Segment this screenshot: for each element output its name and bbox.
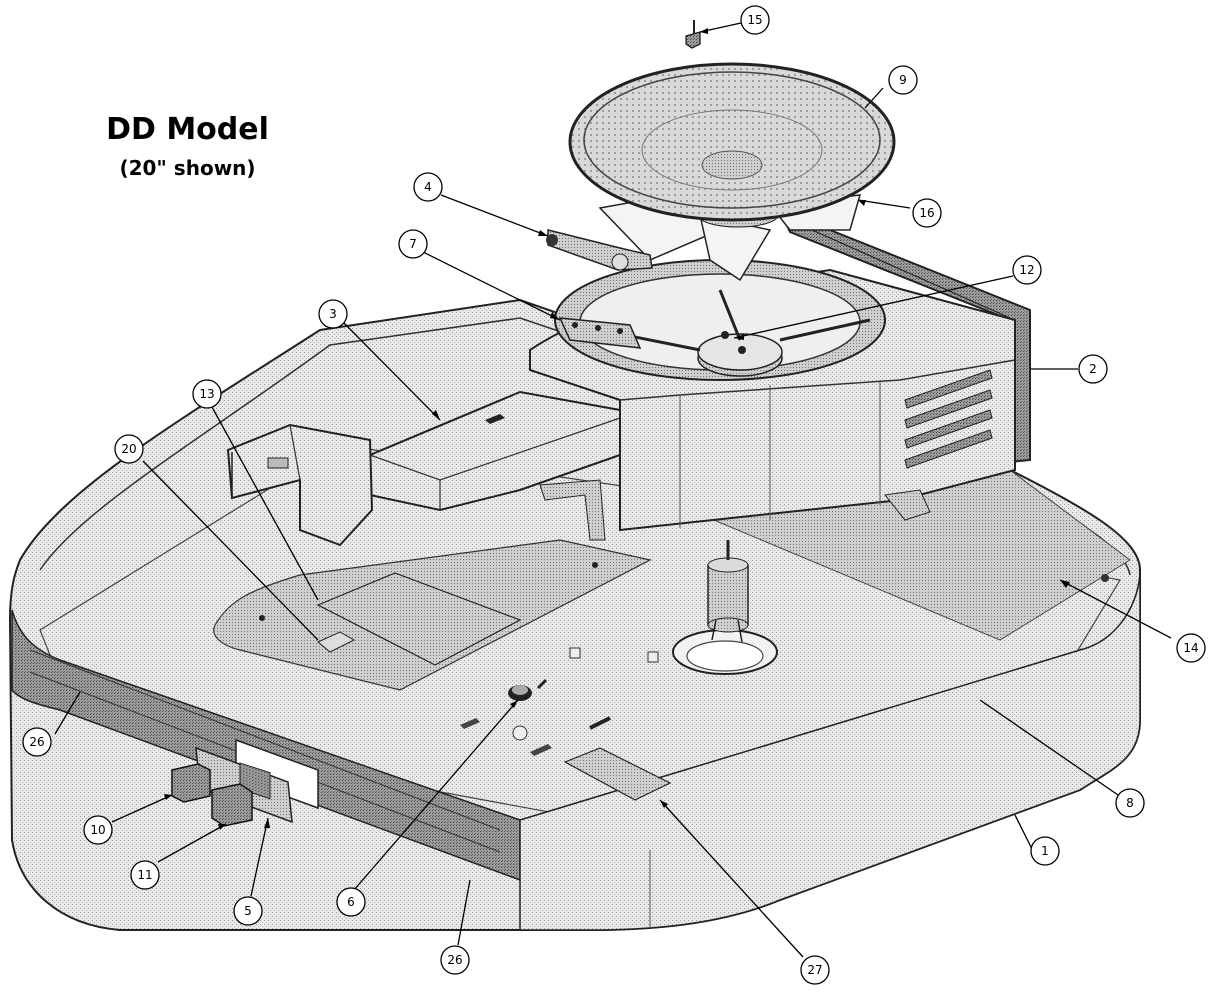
callout-6-label: 6 [347,895,355,909]
callout-10: 10 [83,815,113,845]
leader-lines [54,22,1172,958]
wing-nut-15 [685,20,701,49]
callout-9: 9 [888,65,918,95]
callout-11-label: 11 [137,868,152,882]
callout-9-label: 9 [899,73,907,87]
callout-8: 8 [1115,788,1145,818]
capacitor-4 [546,229,653,271]
callout-14: 14 [1176,633,1206,663]
callout-6: 6 [336,887,366,917]
callout-2-label: 2 [1089,362,1097,376]
callout-5-label: 5 [244,904,252,918]
callout-1: 1 [1030,836,1060,866]
leader-arrowheads [164,28,1070,830]
callout-4-label: 4 [424,180,432,194]
callout-13: 13 [192,379,222,409]
callout-4: 4 [413,172,443,202]
callout-16: 16 [912,198,942,228]
motor [707,540,749,643]
callout-3-label: 3 [329,307,337,321]
duct [226,390,621,547]
switch-10 [171,763,211,803]
callout-26-bottom-label: 26 [447,953,462,967]
callout-16-label: 16 [919,206,934,220]
housing-louvers [904,369,993,469]
callout-26-left: 26 [22,727,52,757]
callout-26-bottom: 26 [440,945,470,975]
callout-27-label: 27 [807,963,822,977]
knob-6 [508,678,548,701]
callout-20-label: 20 [121,442,136,456]
callout-15: 15 [740,5,770,35]
callout-8-label: 8 [1126,796,1134,810]
callout-20: 20 [114,434,144,464]
callout-27: 27 [800,955,830,985]
callout-7: 7 [398,229,428,259]
callout-5: 5 [233,896,263,926]
callout-12-label: 12 [1019,263,1034,277]
callout-7-label: 7 [409,237,417,251]
diagram-title: DD Model [106,112,269,147]
callout-2: 2 [1078,354,1108,384]
motor-ring [672,629,778,675]
fan-grille [568,62,896,222]
callout-11: 11 [130,860,160,890]
callout-3: 3 [318,299,348,329]
callout-1-label: 1 [1041,844,1049,858]
callout-26-left-label: 26 [29,735,44,749]
diagram-subtitle: (20" shown) [119,156,256,180]
switch-11 [211,783,253,827]
control-bracket [195,738,319,824]
screw-12 [721,331,729,339]
blower-housing [529,208,1031,541]
callout-13-label: 13 [199,387,214,401]
callout-14-label: 14 [1183,641,1198,655]
callout-12: 12 [1012,255,1042,285]
callout-10-label: 10 [90,823,105,837]
callout-15-label: 15 [747,13,762,27]
